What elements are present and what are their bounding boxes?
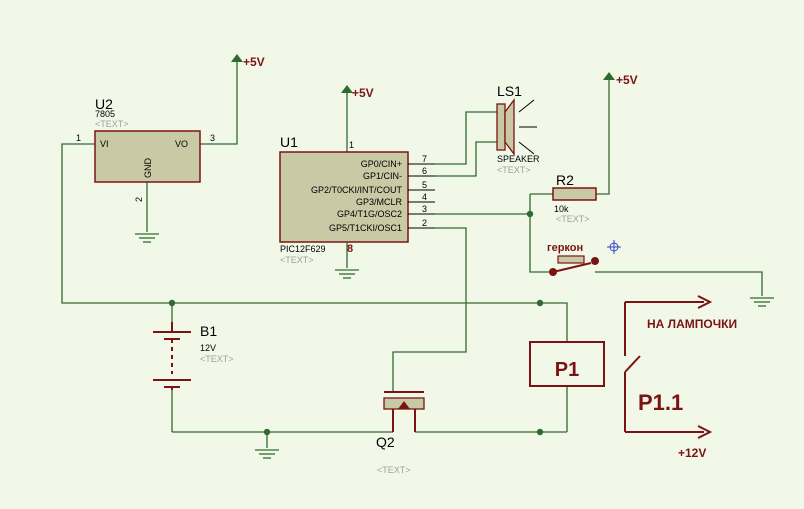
power-symbol-u1: +5V [341,85,374,100]
svg-text:P1: P1 [555,359,579,381]
resistor-r2[interactable]: R2 10k <TEXT> [552,172,597,224]
svg-text:LS1: LS1 [497,83,522,99]
u1-pin-row: GP4/T1G/OSC2 3 [337,204,435,219]
svg-text:+5V: +5V [243,55,265,69]
svg-text:<TEXT>: <TEXT> [556,214,590,224]
svg-text:8: 8 [347,243,353,255]
wires [61,62,763,448]
svg-text:1: 1 [349,140,354,150]
svg-text:PIC12F629: PIC12F629 [280,244,326,254]
svg-text:VI: VI [100,139,109,149]
svg-text:+12V: +12V [678,446,706,460]
svg-text:R2: R2 [556,172,574,188]
ground-u1 [335,269,359,279]
svg-text:<TEXT>: <TEXT> [95,119,129,129]
svg-text:U1: U1 [280,134,298,150]
regulator-u2[interactable]: U2 7805 <TEXT> VI VO GND 1 3 2 [76,96,215,202]
u1-pin-row: GP5/T1CKI/OSC1 2 [329,218,435,233]
svg-text:GP5/T1CKI/OSC1: GP5/T1CKI/OSC1 [329,223,402,233]
svg-text:GP0/CIN+: GP0/CIN+ [361,159,402,169]
svg-text:2: 2 [134,197,144,202]
svg-text:B1: B1 [200,323,217,339]
relay-contact-p1-1[interactable]: P1.1 НА ЛАМПОЧКИ +12V [624,295,737,460]
junctions [168,210,544,436]
microcontroller-u1[interactable]: U1 1 8 PIC12F629 <TEXT> GP0/CIN+ 7 GP1/C… [279,134,435,265]
relay-coil-p1[interactable]: P1 [529,341,605,387]
svg-text:4: 4 [422,192,427,202]
svg-text:12V: 12V [200,343,216,353]
svg-text:1: 1 [76,133,81,143]
svg-text:P1.1: P1.1 [638,390,683,415]
svg-text:GND: GND [143,158,153,179]
ground-reed [750,297,774,307]
power-symbol-r2: +5V [603,72,638,87]
svg-text:7805: 7805 [95,109,115,119]
battery-b1[interactable]: B1 12V <TEXT> [153,322,234,390]
svg-text:GP4/T1G/OSC2: GP4/T1G/OSC2 [337,209,402,219]
svg-text:3: 3 [422,204,427,214]
svg-text:VO: VO [175,139,188,149]
speaker-ls1[interactable]: LS1 SPEAKER <TEXT> [496,83,540,175]
svg-text:5: 5 [422,180,427,190]
svg-text:GP1/CIN-: GP1/CIN- [363,171,402,181]
svg-text:<TEXT>: <TEXT> [200,354,234,364]
svg-text:6: 6 [422,166,427,176]
u1-pin-row: GP2/T0CKI/INT/COUT 5 [311,180,435,195]
svg-text:НА ЛАМПОЧКИ: НА ЛАМПОЧКИ [647,317,737,331]
svg-text:<TEXT>: <TEXT> [280,255,314,265]
svg-text:10k: 10k [554,204,569,214]
svg-text:<TEXT>: <TEXT> [497,165,531,175]
ground-bottom [255,449,279,459]
svg-text:+5V: +5V [352,86,374,100]
u1-pin-row: GP3/MCLR 4 [356,192,435,207]
svg-text:U2: U2 [95,96,113,112]
svg-text:+5V: +5V [616,73,638,87]
ground-u2 [135,233,159,243]
transistor-q2[interactable]: Q2 <TEXT> [376,391,425,475]
u1-pin-row: GP0/CIN+ 7 [361,154,435,169]
svg-text:7: 7 [422,154,427,164]
u1-pin-row: GP1/CIN- 6 [363,166,435,181]
svg-text:3: 3 [210,133,215,143]
power-symbol-u2: +5V [231,54,265,69]
reed-switch[interactable]: геркон [547,242,599,276]
svg-text:Q2: Q2 [376,434,395,450]
svg-text:GP3/MCLR: GP3/MCLR [356,197,403,207]
svg-text:геркон: геркон [547,242,583,254]
svg-text:2: 2 [422,218,427,228]
svg-text:GP2/T0CKI/INT/COUT: GP2/T0CKI/INT/COUT [311,185,403,195]
svg-text:SPEAKER: SPEAKER [497,154,540,164]
crosshair-icon [607,240,621,254]
svg-text:<TEXT>: <TEXT> [377,465,411,475]
